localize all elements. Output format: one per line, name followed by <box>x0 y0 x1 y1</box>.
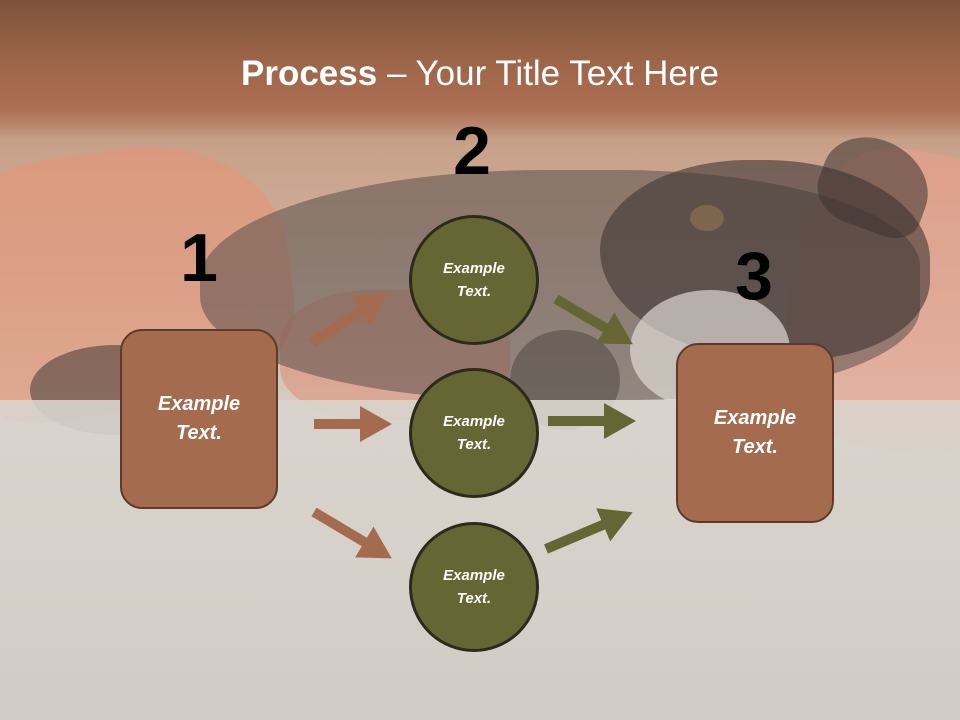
process-box-right[interactable]: Example Text. <box>676 343 834 523</box>
process-circle-bottom-text: Example Text. <box>419 564 529 610</box>
process-circle-top[interactable]: Example Text. <box>409 215 539 345</box>
background-dog-eye <box>690 205 724 231</box>
process-circle-bottom-line1: Example <box>443 567 505 584</box>
process-circle-middle[interactable]: Example Text. <box>409 368 539 498</box>
process-box-left-text: Example Text. <box>144 390 254 448</box>
slide-title-rest: – Your Title Text Here <box>377 54 719 93</box>
arrow-circle-top-to-box <box>553 294 633 345</box>
process-box-right-line1: Example <box>713 407 797 429</box>
title-band <box>0 0 960 140</box>
arrow-circle-bottom-to-box <box>544 508 633 554</box>
process-box-left[interactable]: Example Text. <box>120 329 278 509</box>
step-number-3[interactable]: 3 <box>735 238 773 314</box>
process-circle-top-line2: Text. <box>456 283 492 300</box>
process-circle-middle-line1: Example <box>443 413 505 430</box>
step-number-2[interactable]: 2 <box>453 113 491 189</box>
process-circle-top-line1: Example <box>443 260 505 277</box>
process-box-left-line1: Example <box>157 393 241 415</box>
process-circle-bottom[interactable]: Example Text. <box>409 522 539 652</box>
arrow-box-to-circle-top <box>309 293 388 348</box>
process-box-left-line2: Text. <box>176 422 222 444</box>
process-circle-middle-text: Example Text. <box>419 410 529 456</box>
process-circle-bottom-line2: Text. <box>456 590 492 607</box>
process-circle-top-text: Example Text. <box>419 257 529 303</box>
process-circle-middle-line2: Text. <box>456 436 492 453</box>
process-box-right-line2: Text. <box>732 436 778 458</box>
slide-title[interactable]: Process – Your Title Text Here <box>0 54 960 94</box>
process-box-right-text: Example Text. <box>700 404 810 462</box>
arrow-box-to-circle-bottom <box>311 507 392 559</box>
step-number-1[interactable]: 1 <box>180 220 218 296</box>
slide-title-bold: Process <box>241 54 378 93</box>
